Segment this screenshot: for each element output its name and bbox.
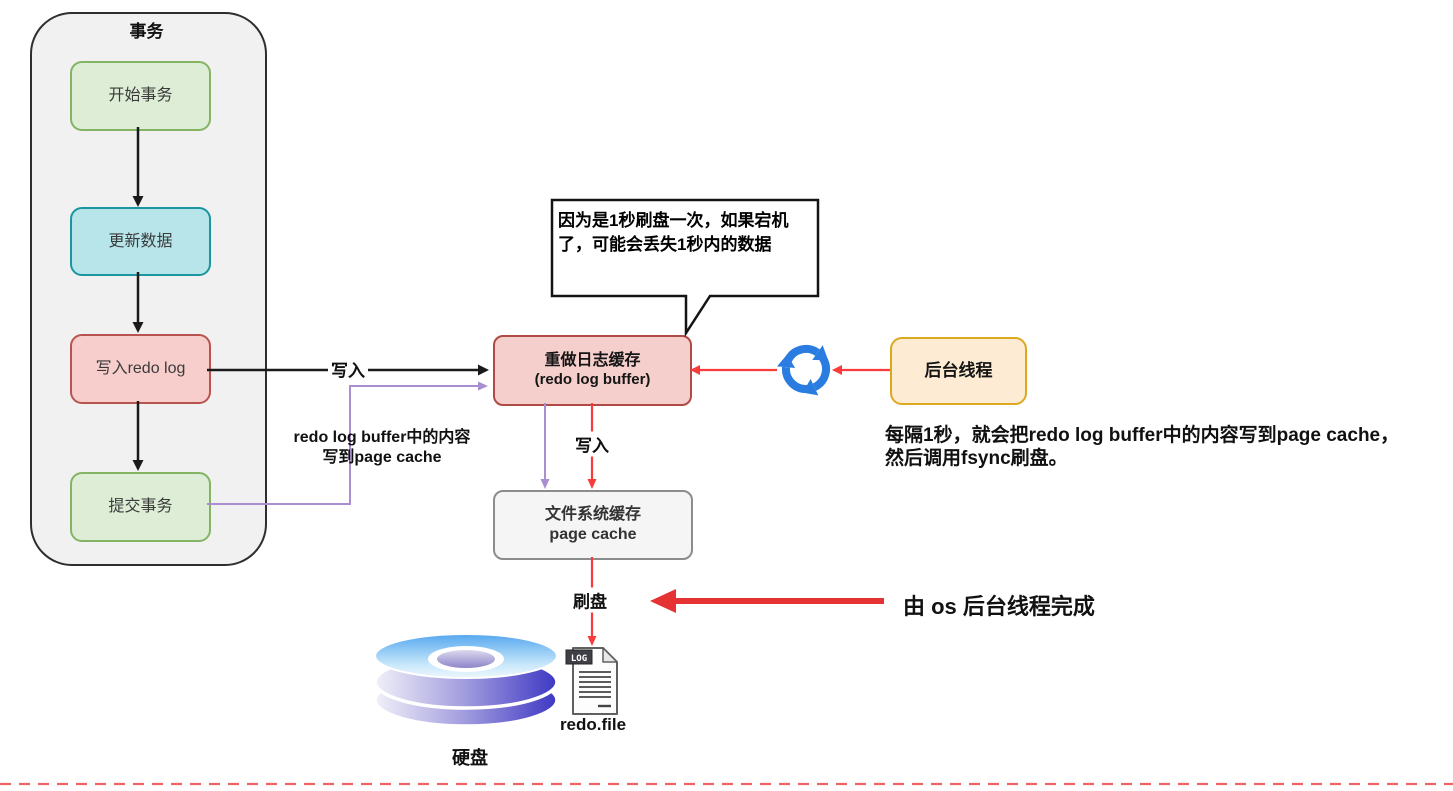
os-note-arrow	[650, 589, 884, 613]
node-begin-transaction: 开始事务	[70, 61, 211, 131]
edge-buffer-to-cache-purple	[540, 403, 550, 489]
sync-icon	[777, 345, 830, 396]
edge-label-write-to-cache: 写入	[572, 431, 612, 457]
node-page-cache: 文件系统缓存 page cache	[493, 490, 693, 560]
edge-thread-to-sync	[832, 365, 890, 375]
node-write-redo-log: 写入redo log	[70, 334, 211, 404]
node-update-data: 更新数据	[70, 207, 211, 276]
node-redo-log-buffer: 重做日志缓存 (redo log buffer)	[493, 335, 692, 406]
hard-disk-label: 硬盘	[452, 748, 488, 768]
redo-file-label: redo.file	[559, 715, 627, 734]
os-thread-note: 由 os 后台线程完成	[903, 594, 1095, 619]
hard-disk-icon	[373, 633, 559, 728]
redo-log-buffer-subtitle: (redo log buffer)	[534, 371, 651, 389]
page-cache-subtitle: page cache	[549, 526, 637, 543]
node-background-thread: 后台线程	[890, 337, 1027, 405]
edge-sync-to-buffer	[690, 365, 777, 375]
commit-path-note: redo log buffer中的内容 写到page cache	[293, 429, 471, 466]
page-cache-title: 文件系统缓存	[544, 506, 641, 523]
edge-label-flush-disk: 刷盘	[570, 587, 610, 613]
log-badge: LOG	[571, 654, 587, 664]
redo-log-buffer-title: 重做日志缓存	[544, 352, 641, 370]
interval-note: 每隔1秒，就会把redo log buffer中的内容写到page cache，…	[885, 425, 1400, 469]
transaction-group-title: 事务	[129, 22, 164, 41]
callout-text: 因为是1秒刷盘一次，如果宕机 了，可能会丢失1秒内的数据	[558, 211, 789, 254]
log-file-icon: LOG	[565, 647, 618, 715]
edge-label-write-to-buffer: 写入	[328, 356, 368, 382]
node-commit-transaction: 提交事务	[70, 472, 211, 542]
